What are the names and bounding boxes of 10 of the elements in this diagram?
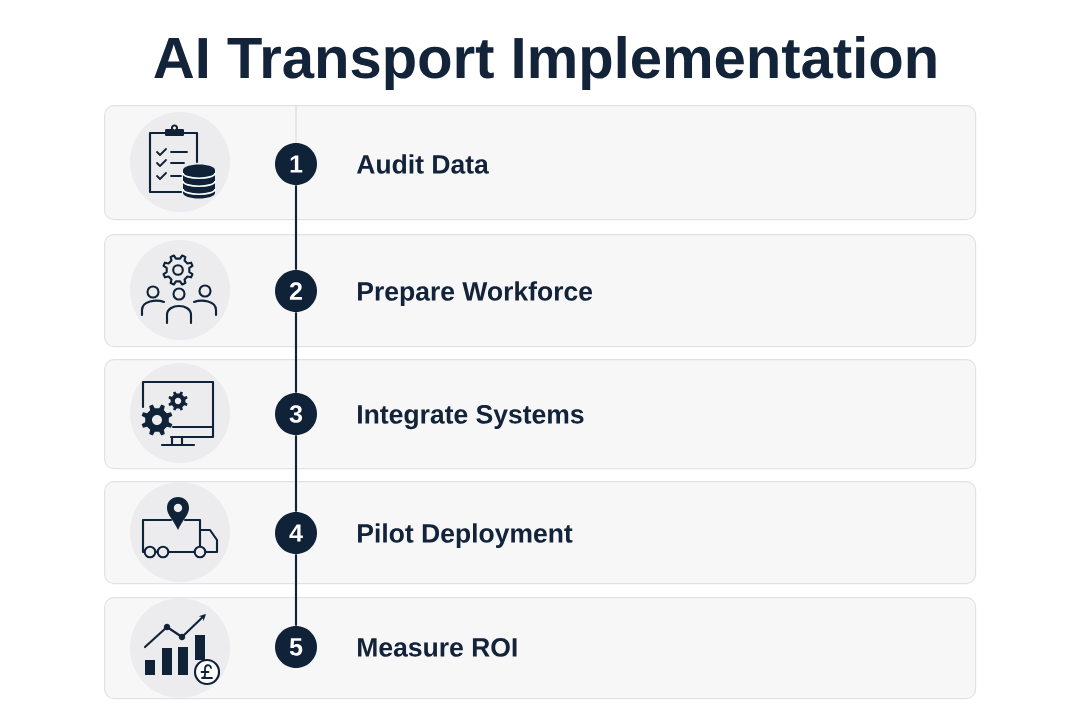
step-number: 3 <box>275 393 317 435</box>
connector-line <box>294 185 298 270</box>
title: AI Transport Implementation <box>154 35 936 91</box>
step-number: 2 <box>275 270 317 312</box>
step-number: 1 <box>275 143 317 185</box>
connector-line <box>294 312 298 393</box>
connector-line <box>294 435 298 512</box>
step-number: 4 <box>275 512 317 554</box>
connector-line <box>294 554 298 626</box>
step-number: 5 <box>275 626 317 668</box>
